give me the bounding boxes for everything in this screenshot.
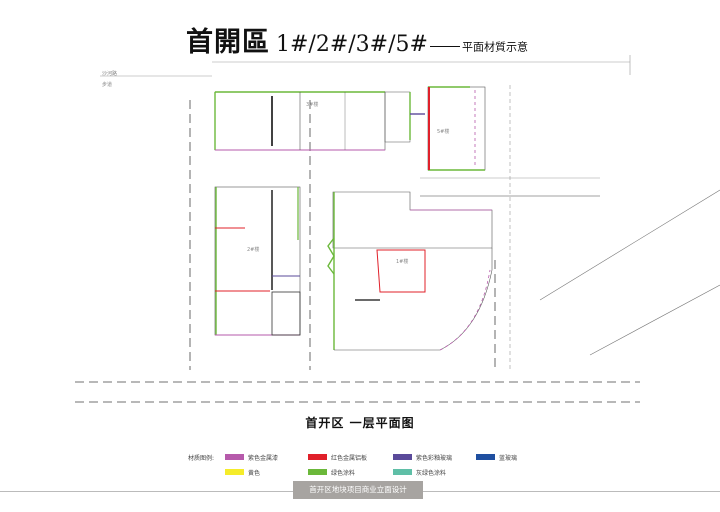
building-2-label: 2#楼 <box>247 247 260 253</box>
building-1-label: 1#楼 <box>396 259 409 265</box>
building-1 <box>327 191 493 351</box>
building-3 <box>214 91 425 151</box>
building-outline <box>332 191 493 249</box>
building-outline <box>214 186 301 336</box>
room <box>271 291 301 336</box>
green-facade <box>327 237 335 275</box>
title-dash <box>429 46 460 47</box>
red-facade <box>376 249 426 293</box>
building-2 <box>214 186 301 336</box>
title-subtitle: 平面材質示意 <box>461 40 528 54</box>
building-3-label: 3#楼 <box>306 102 319 108</box>
site-outline <box>100 55 720 370</box>
road-label-bottom: 步道 <box>102 82 113 88</box>
title-building-numbers: 1#/2#/3#/5# <box>276 32 428 57</box>
building-5-label: 5#楼 <box>437 129 450 135</box>
purple-facade <box>439 269 491 351</box>
site-boundary-line <box>589 284 720 356</box>
building-5 <box>427 86 486 171</box>
road-label-top: 沙河路 <box>102 71 118 77</box>
plan-caption: 首开区 一层平面图 <box>305 416 415 430</box>
title-main: 首開區 <box>186 27 270 58</box>
stair-core <box>384 91 411 143</box>
road-dashed-lines <box>75 100 640 403</box>
footer-label: 首开区地块项目商业立面设计 <box>293 481 423 499</box>
building-outline <box>334 248 493 351</box>
site-boundary-line <box>539 189 720 301</box>
